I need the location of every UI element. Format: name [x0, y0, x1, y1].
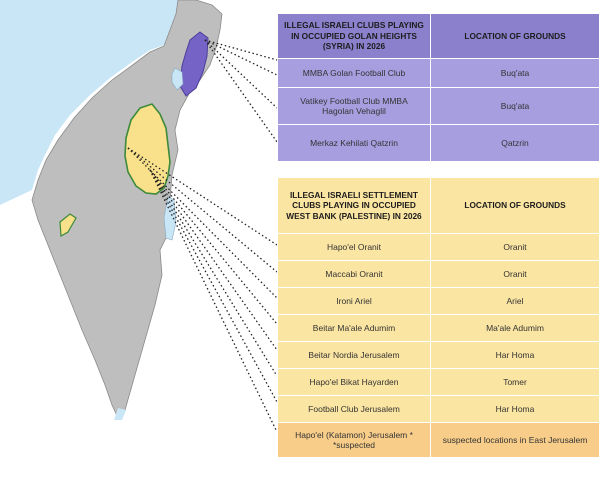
- golan-clubs-table: ILLEGAL ISRAELI CLUBS PLAYING IN OCCUPIE…: [277, 13, 600, 162]
- club-cell: Maccabi Oranit: [277, 260, 431, 288]
- westbank-clubs-table: ILLEGAL ISRAELI SETTLEMENT CLUBS PLAYING…: [277, 177, 600, 458]
- table-header-row: ILLEGAL ISRAELI SETTLEMENT CLUBS PLAYING…: [277, 177, 600, 234]
- location-cell: Har Homa: [430, 341, 600, 369]
- location-cell: Qatzrin: [430, 124, 600, 162]
- club-cell: Beitar Nordia Jerusalem: [277, 341, 431, 369]
- column-header-location: LOCATION OF GROUNDS: [430, 177, 600, 234]
- location-cell: suspected locations in East Jerusalem: [430, 422, 600, 458]
- location-cell: Har Homa: [430, 395, 600, 423]
- golan-heights-region: [179, 31, 209, 97]
- table-row: Football Club Jerusalem Har Homa: [277, 395, 600, 423]
- mediterranean-sea: [0, 0, 178, 205]
- club-cell: Vatikey Football Club MMBA Hagolan Vehag…: [277, 87, 431, 125]
- sea-of-galilee: [171, 67, 184, 91]
- column-header-location: LOCATION OF GROUNDS: [430, 13, 600, 59]
- gulf-of-aqaba: [114, 408, 126, 420]
- column-header-club: ILLEGAL ISRAELI CLUBS PLAYING IN OCCUPIE…: [277, 13, 431, 59]
- west-bank-region: [124, 103, 171, 195]
- location-cell: Buq'ata: [430, 58, 600, 88]
- westbank-connectors: [127, 147, 278, 433]
- table-row: Hapo'el (Katamon) Jerusalem * *suspected…: [277, 422, 600, 458]
- table-row: Beitar Nordia Jerusalem Har Homa: [277, 341, 600, 369]
- table-row: Hapo'el Bikat Hayarden Tomer: [277, 368, 600, 396]
- table-row: MMBA Golan Football Club Buq'ata: [277, 58, 600, 88]
- dead-sea: [163, 195, 177, 241]
- location-cell: Buq'ata: [430, 87, 600, 125]
- club-cell: Football Club Jerusalem: [277, 395, 431, 423]
- club-cell: Hapo'el Bikat Hayarden: [277, 368, 431, 396]
- table-row: Ironi Ariel Ariel: [277, 287, 600, 315]
- club-cell: Hapo'el (Katamon) Jerusalem * *suspected: [277, 422, 431, 458]
- location-cell: Tomer: [430, 368, 600, 396]
- location-cell: Oranit: [430, 260, 600, 288]
- club-cell: Ironi Ariel: [277, 287, 431, 315]
- club-cell: Hapo'el Oranit: [277, 233, 431, 261]
- club-cell: MMBA Golan Football Club: [277, 58, 431, 88]
- golan-connectors: [204, 39, 278, 143]
- location-cell: Oranit: [430, 233, 600, 261]
- table-row: Vatikey Football Club MMBA Hagolan Vehag…: [277, 87, 600, 125]
- location-cell: Ariel: [430, 287, 600, 315]
- club-cell: Beitar Ma'ale Adumim: [277, 314, 431, 342]
- table-row: Beitar Ma'ale Adumim Ma'ale Adumim: [277, 314, 600, 342]
- table-header-row: ILLEGAL ISRAELI CLUBS PLAYING IN OCCUPIE…: [277, 13, 600, 59]
- gaza-region: [59, 213, 77, 237]
- club-cell: Merkaz Kehilati Qatzrin: [277, 124, 431, 162]
- column-header-club: ILLEGAL ISRAELI SETTLEMENT CLUBS PLAYING…: [277, 177, 431, 234]
- table-row: Maccabi Oranit Oranit: [277, 260, 600, 288]
- table-row: Hapo'el Oranit Oranit: [277, 233, 600, 261]
- location-cell: Ma'ale Adumim: [430, 314, 600, 342]
- table-row: Merkaz Kehilati Qatzrin Qatzrin: [277, 124, 600, 162]
